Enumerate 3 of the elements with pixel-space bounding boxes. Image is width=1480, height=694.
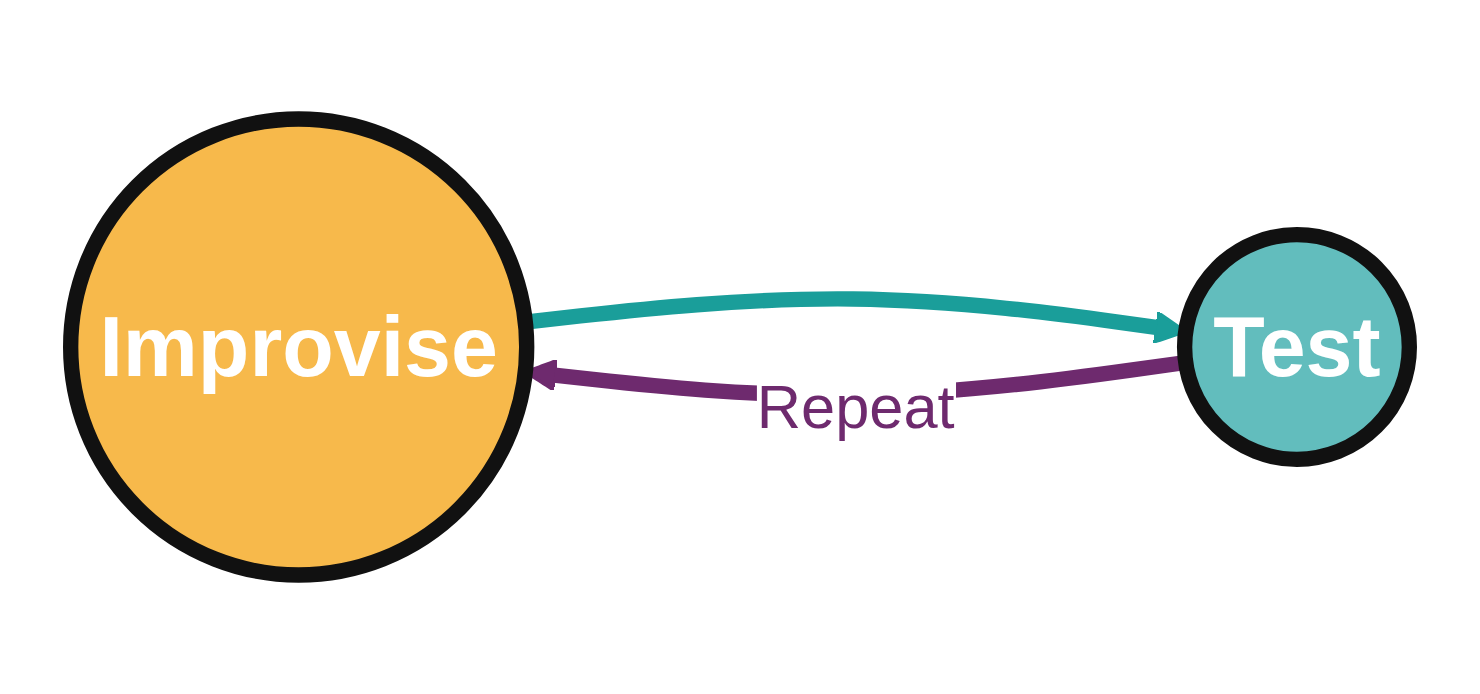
node-circle: Improvise	[63, 111, 535, 583]
edge-label: Repeat	[756, 373, 955, 440]
node-circle: Test	[1176, 226, 1417, 468]
